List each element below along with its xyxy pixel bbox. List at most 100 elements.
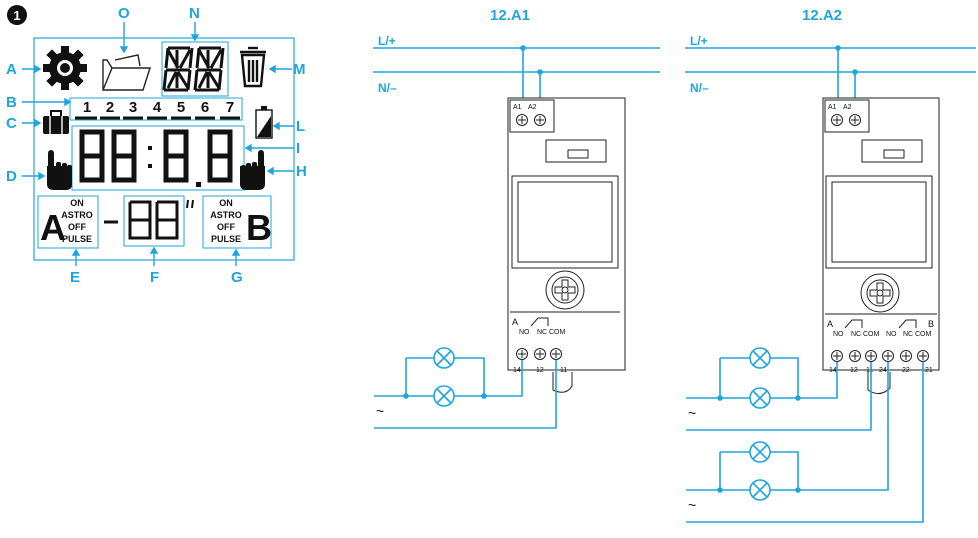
a2-terminal-21: 21 (925, 367, 933, 374)
a1-contact-no: NO (519, 329, 530, 336)
a1-line-label: L/+ (378, 34, 396, 48)
channel-b-mode-astro: ASTRO (210, 210, 242, 220)
figure-number: 1 (13, 8, 20, 23)
channel-b-letter: B (246, 207, 272, 248)
device-12a1: A1 A2 A NO NC COM 14 12 11 (507, 97, 626, 393)
a1-contact-nc: NC (537, 329, 547, 336)
a2-lamp-3 (749, 441, 771, 463)
day-indicators: 1 2 3 4 5 6 7 (75, 99, 240, 120)
callout-g: G (231, 269, 243, 286)
clock-frame (71, 125, 245, 191)
clock-display (79, 129, 233, 187)
a2-lamp-loop-b (686, 451, 799, 491)
figure-number-badge (7, 5, 27, 25)
battery-icon (255, 106, 273, 139)
channel-b-mode-on: ON (219, 198, 233, 208)
day-5: 5 (177, 99, 185, 116)
callout-m: M (293, 61, 306, 78)
seconds-frame (123, 195, 185, 247)
lcd-panel: 1 (6, 5, 307, 286)
callout-n: N (189, 5, 200, 22)
model-title-12a1: 12.A1 (490, 7, 530, 24)
lcd-frame (33, 37, 295, 261)
a2-terminal-a1: A1 (828, 104, 837, 111)
callout-arrows (22, 22, 294, 266)
a1-lamp-loop (374, 357, 485, 397)
model-title-12a2: 12.A2 (802, 7, 842, 24)
callout-o: O (118, 5, 130, 22)
channel-a-mode-on: ON (70, 198, 84, 208)
a2-contact-com-a: COM (863, 331, 880, 338)
days-frame (69, 97, 243, 121)
channel-a-mode-pulse: PULSE (62, 234, 92, 244)
a1-channel-label: A (512, 317, 518, 327)
wiring-12a2: 12.A2 L/+ N/– A1 A2 A B NO NC (685, 7, 976, 523)
a1-load-wire (484, 360, 523, 397)
a1-terminal-a1: A1 (513, 104, 522, 111)
a2-ac-symbol-1: ~ (688, 405, 696, 421)
briefcase-icon (43, 110, 69, 134)
a2-contact-no-a: NO (833, 331, 844, 338)
a2-contact-nc-a: NC (851, 331, 861, 338)
a2-supply-return-a (686, 362, 872, 431)
day-6: 6 (201, 99, 209, 116)
callout-l: L (296, 118, 305, 135)
a2-supply-return-b (686, 362, 924, 523)
a2-lamp-2 (749, 387, 771, 409)
callout-a: A (6, 61, 17, 78)
callout-b: B (6, 94, 17, 111)
a1-lamp-1 (433, 347, 455, 369)
day-2: 2 (106, 99, 114, 116)
channel-a-frame (37, 195, 99, 249)
channel-a-letter: A (40, 207, 66, 248)
a1-neutral-label: N/– (378, 81, 397, 95)
a1-terminal-14: 14 (513, 367, 521, 374)
a1-ac-symbol: ~ (376, 403, 384, 419)
channel-a-mode-off: OFF (68, 222, 86, 232)
a2-lamp-4 (749, 479, 771, 501)
callout-h: H (296, 163, 307, 180)
a2-channel-b-label: B (928, 319, 934, 329)
channel-b-frame (202, 195, 272, 249)
a2-lamp-loop-a (686, 357, 799, 399)
day-3: 3 (129, 99, 137, 116)
trash-icon (240, 46, 266, 88)
callout-i: I (296, 140, 300, 157)
callout-e: E (70, 269, 80, 286)
wiring-12a1: 12.A1 L/+ N/– A1 A2 A NO NC COM (373, 7, 660, 429)
channel-b-mode-off: OFF (217, 222, 235, 232)
day-4: 4 (153, 99, 162, 116)
a2-terminal-12: 12 (850, 367, 858, 374)
a1-contact-com: COM (549, 329, 566, 336)
a1-terminal-a2: A2 (528, 104, 537, 111)
a1-supply-return (374, 360, 557, 429)
a1-terminal-11: 11 (560, 367, 567, 374)
a1-terminal-12: 12 (536, 367, 544, 374)
hand-left-icon (47, 150, 72, 190)
callout-c: C (6, 115, 17, 132)
folder-icon (102, 54, 151, 91)
a2-lamp-1 (749, 347, 771, 369)
hand-right-icon (240, 150, 265, 190)
alphanumeric-display (161, 41, 229, 97)
a2-line-label: L/+ (690, 34, 708, 48)
a2-contact-nc-b: NC (903, 331, 913, 338)
a2-load-wire-b (798, 362, 889, 491)
a1-lamp-2 (433, 385, 455, 407)
day-7: 7 (226, 99, 234, 116)
seconds-display (104, 199, 194, 240)
callout-labels: A B C D E F G H I L M N O (6, 5, 307, 286)
a2-terminal-14: 14 (829, 367, 837, 374)
channel-a-mode-astro: ASTRO (61, 210, 93, 220)
channel-b-mode-pulse: PULSE (211, 234, 241, 244)
day-1: 1 (83, 99, 91, 116)
a2-ac-symbol-2: ~ (688, 497, 696, 513)
callout-f: F (150, 269, 159, 286)
a2-terminal-24: 24 (879, 367, 887, 374)
callout-d: D (6, 168, 17, 185)
device-12a2: A1 A2 A B NO NC COM NO NC COM (822, 97, 940, 394)
a2-terminal-a2: A2 (843, 104, 852, 111)
gear-icon (43, 46, 87, 90)
